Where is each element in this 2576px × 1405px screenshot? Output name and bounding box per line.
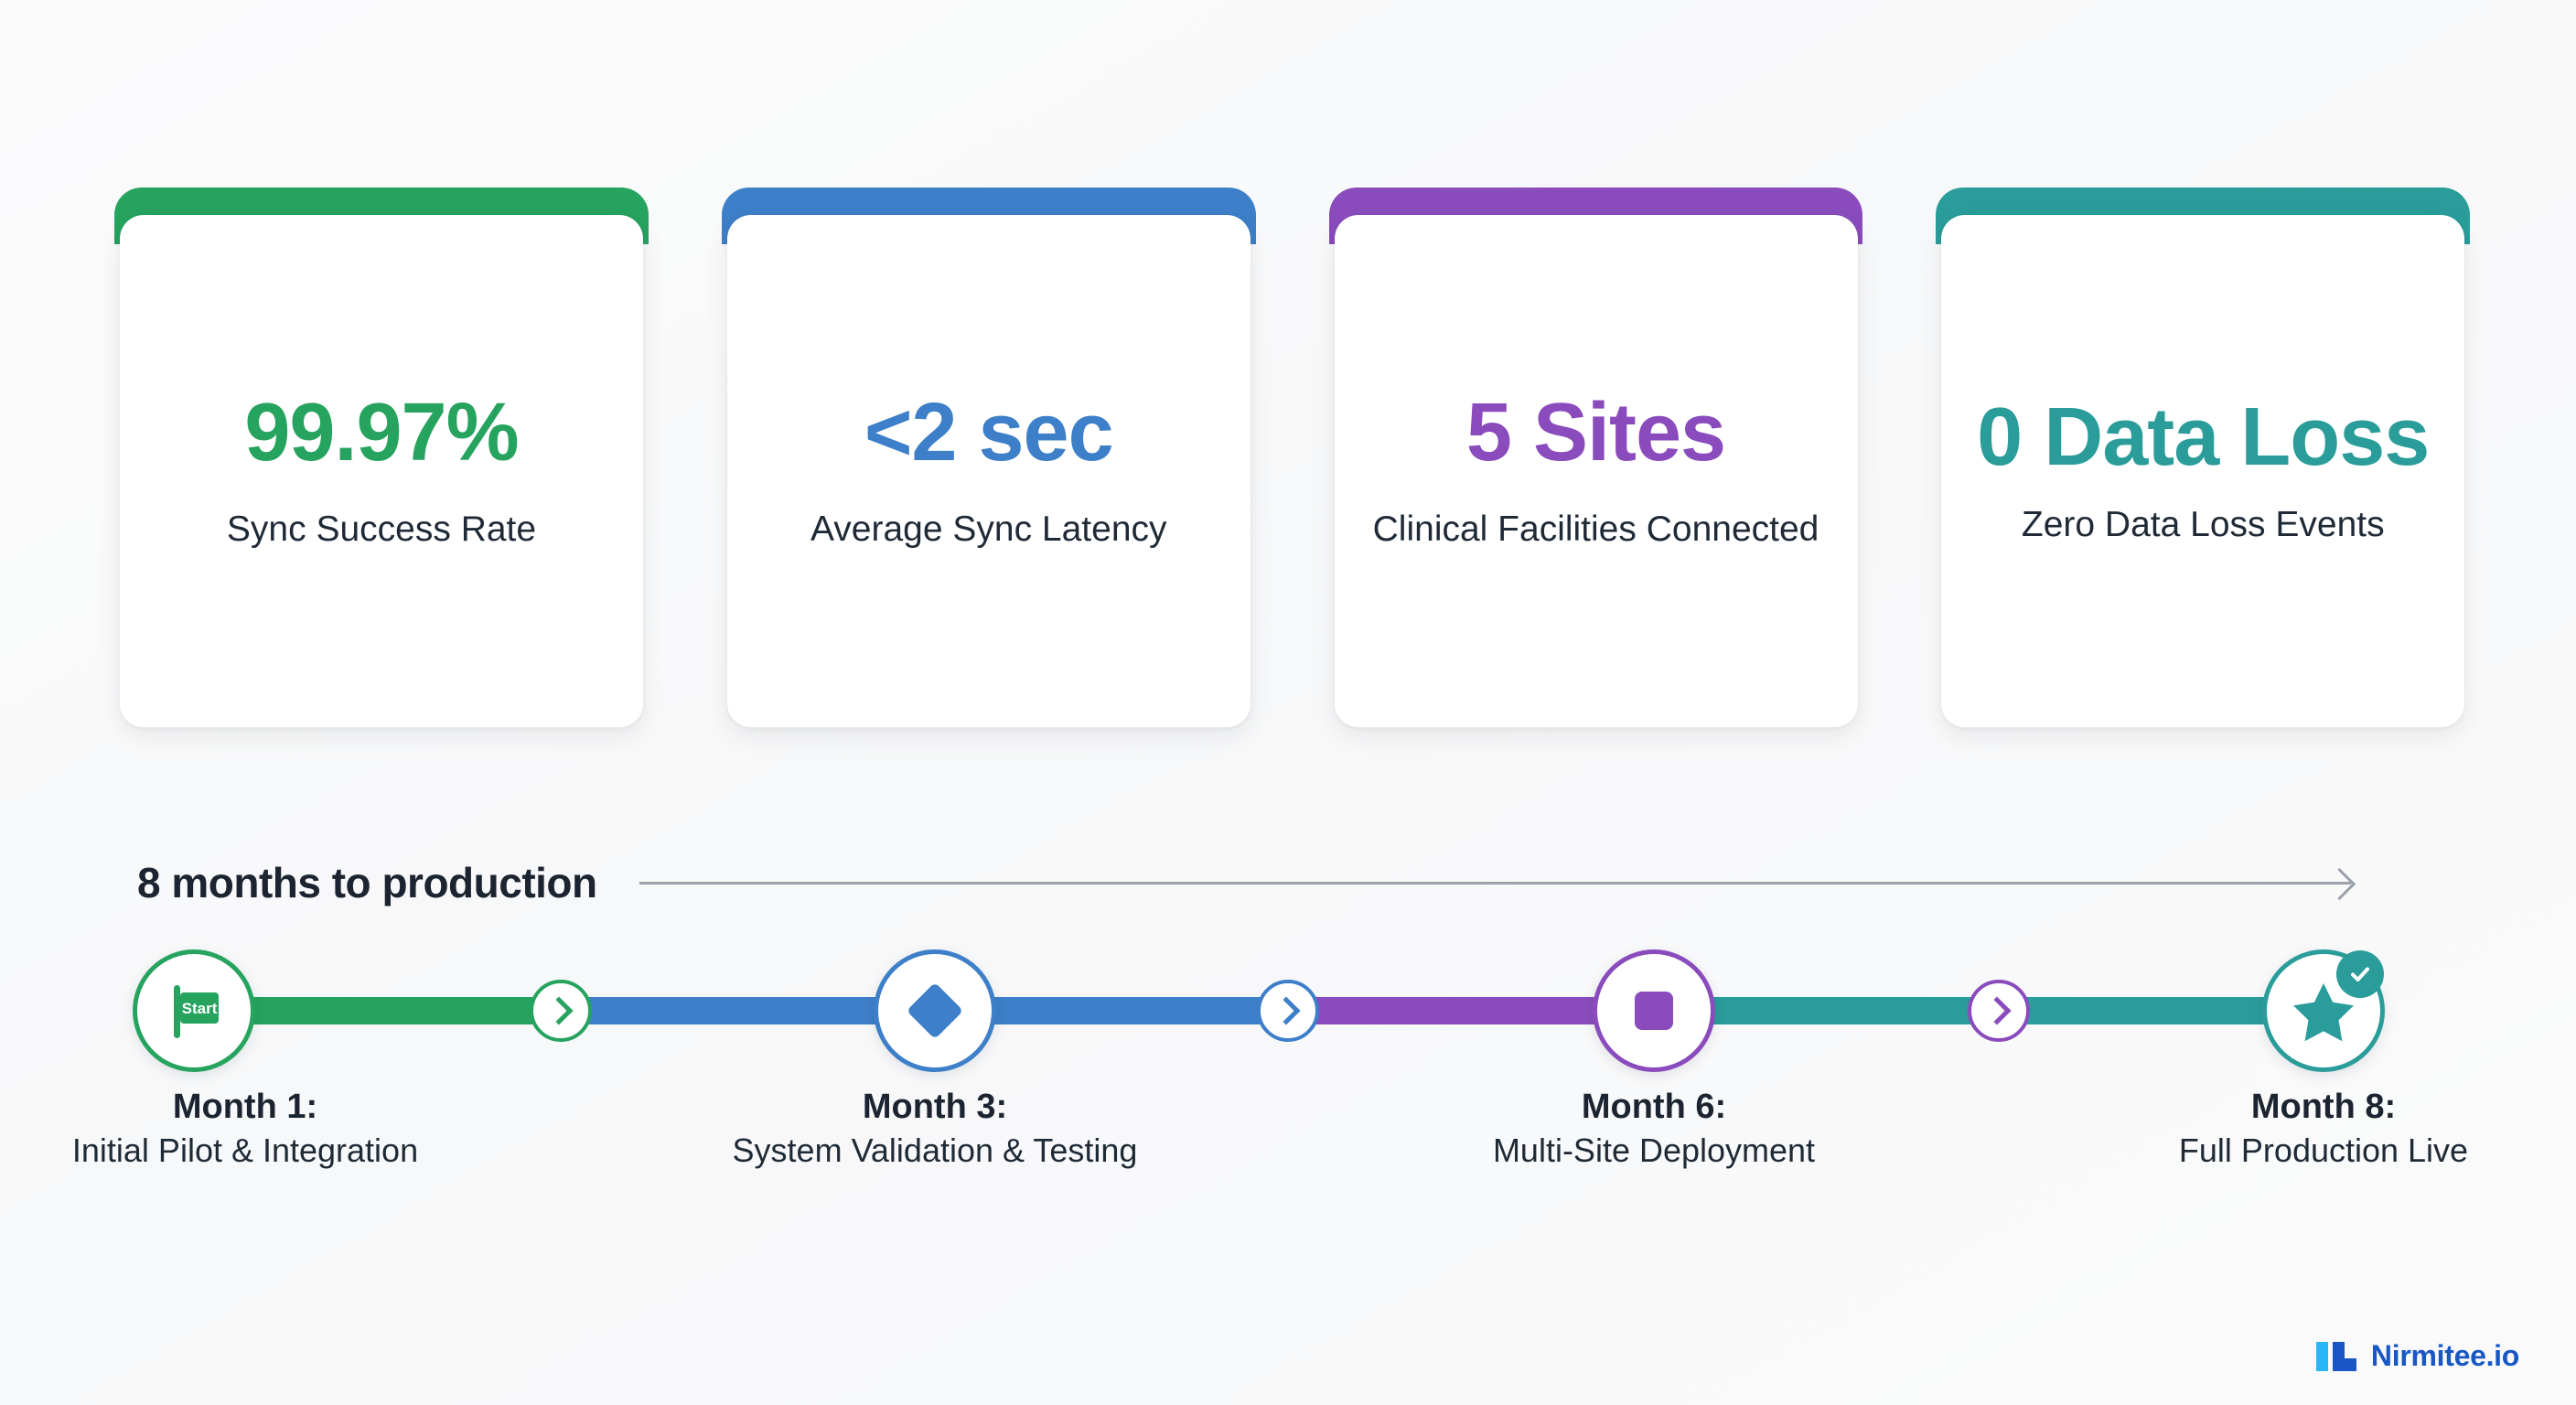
timeline-node-month-3[interactable] <box>874 949 996 1072</box>
metric-cards-row: 99.97% Sync Success Rate <2 sec Average … <box>114 188 2470 736</box>
metric-card-zero-data-loss: 0 Data Loss Zero Data Loss Events <box>1936 188 2470 736</box>
brand-name: Nirmitee.io <box>2370 1338 2519 1372</box>
timeline-header: 8 months to production <box>137 851 2356 915</box>
metric-card-clinical-facilities: 5 Sites Clinical Facilities Connected <box>1328 188 1863 736</box>
square-icon <box>1635 992 1673 1030</box>
metric-label: Average Sync Latency <box>810 509 1167 549</box>
card-body: 0 Data Loss Zero Data Loss Events <box>1941 215 2465 727</box>
svg-text:Start: Start <box>182 1000 218 1017</box>
card-body: 99.97% Sync Success Rate <box>120 215 643 727</box>
start-flag-icon: Start <box>174 985 219 1038</box>
timeline-connector-3 <box>1968 980 2030 1042</box>
milestone-description: System Validation & Testing <box>732 1132 1138 1170</box>
timeline-direction-arrow-icon <box>639 867 2356 901</box>
timeline-track: Start <box>0 949 2576 1078</box>
footer-brand: Nirmitee.io <box>2315 1338 2519 1373</box>
milestone-description: Multi-Site Deployment <box>1492 1132 1816 1170</box>
metric-label: Zero Data Loss Events <box>2021 504 2385 544</box>
milestone-title: Month 8: <box>2250 1088 2397 1126</box>
milestone-label-month-8: Month 8: Full Production Live <box>2104 1084 2543 1173</box>
milestone-label-month-6: Month 6: Multi-Site Deployment <box>1434 1084 1873 1173</box>
milestone-label-month-1: Month 1: Initial Pilot & Integration <box>26 1084 465 1173</box>
card-body: <2 sec Average Sync Latency <box>726 215 1250 727</box>
diamond-icon <box>908 984 961 1037</box>
timeline-segment-2 <box>561 997 935 1024</box>
star-icon <box>2293 983 2354 1042</box>
metric-label: Clinical Facilities Connected <box>1372 509 1819 549</box>
arrow-head <box>2323 867 2356 901</box>
chevron-right-icon <box>543 996 574 1025</box>
timeline-node-month-6[interactable] <box>1593 949 1715 1072</box>
metric-card-sync-success-rate: 99.97% Sync Success Rate <box>114 188 649 736</box>
milestone-description: Full Production Live <box>2178 1132 2469 1170</box>
nirmitee-logo-icon <box>2315 1342 2356 1371</box>
arrow-line <box>639 881 2351 885</box>
milestone-title: Month 6: <box>1581 1088 1727 1126</box>
metric-value: 0 Data Loss <box>1977 391 2430 484</box>
check-badge-icon <box>2336 950 2384 998</box>
timeline-connector-2 <box>1257 980 1319 1042</box>
milestone-title: Month 1: <box>172 1088 318 1126</box>
chevron-right-icon <box>1271 996 1301 1025</box>
card-body: 5 Sites Clinical Facilities Connected <box>1334 215 1858 727</box>
metric-value: 99.97% <box>244 387 519 479</box>
timeline-node-month-8[interactable] <box>2262 949 2385 1072</box>
check-icon <box>2351 967 2369 981</box>
chevron-right-icon <box>1981 996 2012 1025</box>
timeline-node-month-1[interactable]: Start <box>133 949 255 1072</box>
milestone-description: Initial Pilot & Integration <box>71 1132 419 1170</box>
metric-value: <2 sec <box>864 387 1114 479</box>
milestone-title: Month 3: <box>862 1088 1008 1126</box>
metric-label: Sync Success Rate <box>226 509 537 549</box>
timeline-connector-1 <box>530 980 592 1042</box>
milestone-label-month-3: Month 3: System Validation & Testing <box>715 1084 1154 1173</box>
timeline-title: 8 months to production <box>137 859 597 906</box>
metric-value: 5 Sites <box>1465 387 1726 479</box>
metric-card-average-sync-latency: <2 sec Average Sync Latency <box>721 188 1256 736</box>
